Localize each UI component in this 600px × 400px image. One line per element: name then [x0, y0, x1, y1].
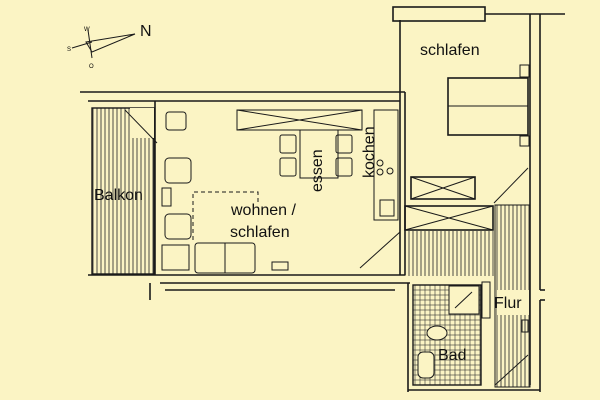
living-label-line1: wohnen /: [230, 202, 296, 219]
hall-label: Flur: [494, 295, 522, 312]
bedroom-label: schlafen: [420, 42, 480, 59]
kitchen-label: kochen: [361, 126, 378, 178]
living-label-line2: schlafen: [230, 224, 290, 241]
hall-area: [405, 231, 495, 276]
balcony-label: Balkon: [94, 187, 143, 204]
bath-label: Bad: [438, 347, 466, 364]
living-furniture: [161, 109, 401, 274]
walls: [80, 6, 565, 392]
bedroom-furniture: [404, 64, 530, 231]
north-label: N: [140, 23, 152, 40]
south-label: S: [67, 47, 71, 53]
compass-rose: N W S O: [67, 23, 152, 70]
dining-label: essen: [309, 149, 326, 192]
west-label: W: [84, 27, 90, 33]
east-label: O: [89, 64, 94, 70]
